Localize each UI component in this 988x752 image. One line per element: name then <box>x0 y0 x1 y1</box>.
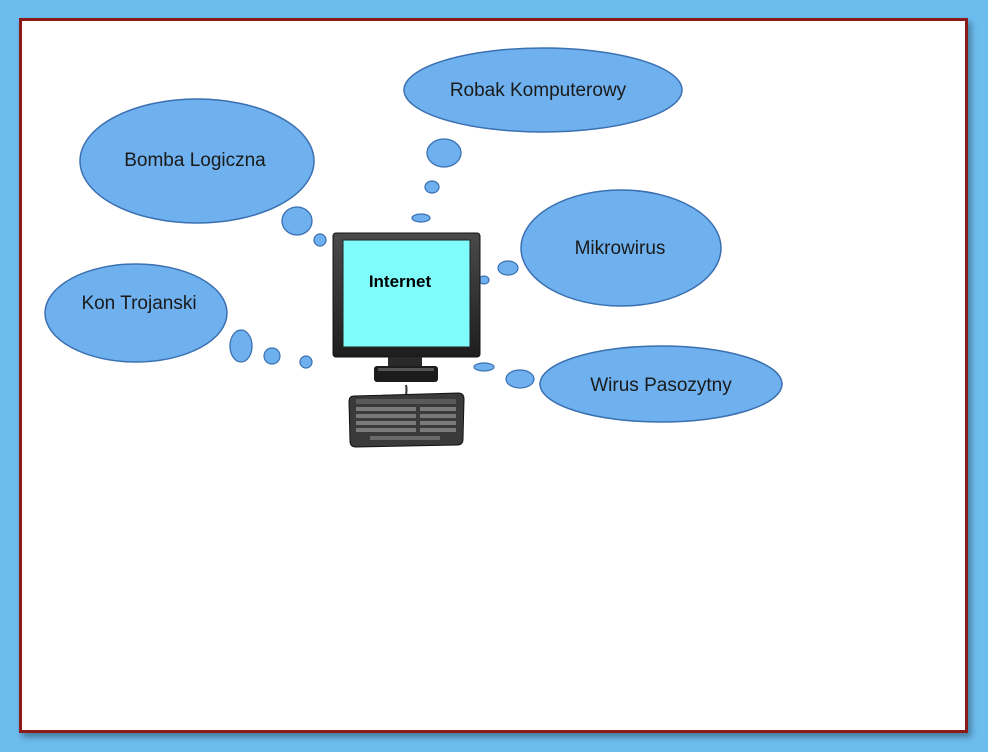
thought-dot <box>313 233 327 247</box>
bubble-bomba-logiczna: Bomba Logiczna <box>79 98 315 224</box>
thought-dot <box>473 362 495 372</box>
thought-dot <box>299 355 313 369</box>
bubble-label: Bomba Logiczna <box>124 150 266 171</box>
keyboard <box>348 392 465 448</box>
thought-dot <box>281 206 313 236</box>
bubble-mikrowirus: Mikrowirus <box>520 189 722 307</box>
thought-dot <box>426 138 462 168</box>
bubble-label: Wirus Pasozytny <box>590 375 732 396</box>
screen-label: Internet <box>369 272 432 291</box>
bubble-wirus-pasozytny: Wirus Pasozytny <box>539 345 783 423</box>
thought-dot <box>505 369 535 389</box>
bubble-kon-trojanski: Kon Trojanski <box>44 263 228 363</box>
monitor: Internet <box>332 232 481 382</box>
bubble-label: Kon Trojanski <box>81 293 196 314</box>
thought-dot <box>497 260 519 276</box>
bubble-label: Robak Komputerowy <box>450 80 627 101</box>
thought-dot <box>263 347 281 365</box>
keyboard-cable <box>405 384 408 396</box>
thought-dot <box>229 329 253 363</box>
thought-dot <box>424 180 440 194</box>
monitor-screen <box>342 239 471 348</box>
bubble-robak-komputerowy: Robak Komputerowy <box>403 47 683 133</box>
thought-dot <box>411 213 431 223</box>
bubble-label: Mikrowirus <box>575 238 666 259</box>
